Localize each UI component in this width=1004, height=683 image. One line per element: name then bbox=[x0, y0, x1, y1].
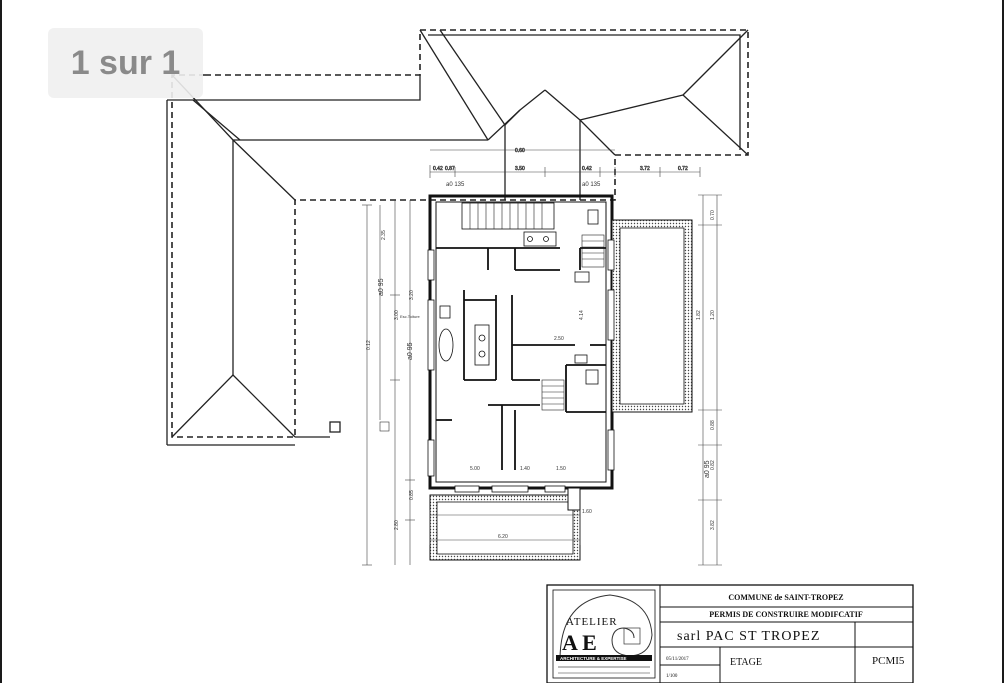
right-dimension-chain bbox=[698, 194, 722, 566]
dim-label: 3.20 bbox=[409, 290, 415, 300]
dim-label: 1.60 bbox=[582, 509, 592, 515]
roof-left-wing bbox=[166, 29, 749, 446]
logo-letters: A E bbox=[562, 630, 597, 655]
commune-label: COMMUNE de SAINT-TROPEZ bbox=[728, 593, 843, 602]
top-dimension-chain: 0.42 0.87 0.60 3.50 0.42 3.72 0.72 bbox=[429, 148, 701, 178]
drawing-date: 05/11/2017 bbox=[666, 657, 689, 662]
interior-dimensions: 5.00 1.40 1.50 6.20 1.60 2.50 4.14 Esc.T… bbox=[400, 310, 592, 540]
dim-label: 0.70 bbox=[710, 210, 716, 220]
dim-label: 3.50 bbox=[515, 166, 525, 172]
dim-label: 0.42 bbox=[582, 166, 592, 172]
level-label: a0 95 bbox=[407, 342, 414, 360]
bottom-dimension-chain bbox=[429, 510, 581, 545]
dim-label: 3.00 bbox=[394, 310, 400, 320]
level-label: a0 135 bbox=[446, 182, 465, 188]
dim-label: 2.80 bbox=[394, 520, 400, 530]
dim-label: 0.82 bbox=[710, 460, 716, 470]
title-block bbox=[546, 584, 914, 683]
atelier-logo: ATELIER A E ARCHITECTURE & EXPERTISE bbox=[556, 594, 653, 674]
dim-label: 0.85 bbox=[409, 490, 415, 500]
dim-label: 3.82 bbox=[710, 520, 716, 530]
level-label: a0 135 bbox=[582, 182, 601, 188]
dim-label: 0.42 bbox=[433, 166, 443, 172]
dim-label: 5.00 bbox=[470, 466, 480, 472]
room-note: Esc.Toiture bbox=[400, 314, 421, 319]
sanitary-fixtures bbox=[438, 209, 599, 385]
dim-label: 2.50 bbox=[554, 336, 564, 342]
window-openings bbox=[427, 239, 615, 493]
dim-label: 4.14 bbox=[579, 310, 585, 320]
logo-subtitle: ARCHITECTURE & EXPERTISE bbox=[560, 656, 627, 661]
level-label: a0 95 bbox=[704, 460, 711, 478]
level-label: a0 95 bbox=[378, 278, 385, 296]
dim-label: 0.72 bbox=[678, 166, 688, 172]
dim-label: 1.50 bbox=[556, 466, 566, 472]
client-name: sarl PAC ST TROPEZ bbox=[677, 629, 820, 644]
building-walls bbox=[428, 194, 693, 561]
dim-label: 0.60 bbox=[515, 148, 525, 154]
left-dimension-chain bbox=[362, 200, 415, 566]
permit-label: PERMIS DE CONSTRUIRE MODIFCATIF bbox=[709, 610, 863, 619]
drawing-scale: 1/100 bbox=[666, 674, 678, 679]
dim-label: 2.35 bbox=[381, 230, 387, 240]
dim-label: 0.12 bbox=[366, 340, 372, 350]
dim-label: 1.82 bbox=[696, 310, 702, 320]
logo-word: ATELIER bbox=[566, 616, 618, 628]
dim-label: 0.87 bbox=[445, 166, 455, 172]
sheet-number: PCMI5 bbox=[872, 655, 905, 667]
page-indicator: 1 sur 1 bbox=[48, 28, 203, 98]
interior-partitions bbox=[436, 247, 606, 470]
dim-label: 6.20 bbox=[498, 534, 508, 540]
dim-label: 1.20 bbox=[710, 310, 716, 320]
dim-label: 0.88 bbox=[710, 420, 716, 430]
dim-label: 3.72 bbox=[640, 166, 650, 172]
level-name: ETAGE bbox=[730, 657, 762, 668]
dim-label: 1.40 bbox=[520, 466, 530, 472]
stair-treads bbox=[469, 203, 605, 411]
